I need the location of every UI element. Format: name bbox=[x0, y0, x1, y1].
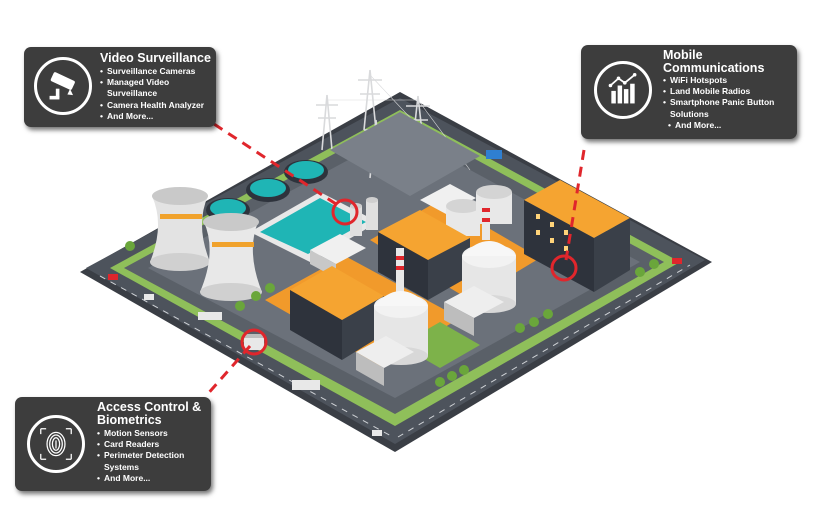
reactor-hall-front bbox=[290, 266, 384, 360]
access-control-callout: Access Control & Biometrics Motion Senso… bbox=[15, 397, 211, 491]
substation bbox=[330, 112, 480, 196]
storage-tanks-small bbox=[350, 197, 378, 236]
annex-building bbox=[356, 352, 384, 386]
video-surveillance-title: Video Surveillance bbox=[100, 51, 211, 65]
list-item: Card Readers bbox=[97, 439, 207, 450]
annex-building bbox=[356, 336, 414, 368]
leader-lines bbox=[204, 122, 586, 397]
video-surveillance-callout: Video Surveillance Surveillance Cameras … bbox=[24, 47, 216, 127]
hotspot-circles bbox=[240, 198, 578, 356]
cooling-pool-water bbox=[260, 198, 366, 254]
list-item: Perimeter Detection Systems bbox=[97, 450, 207, 472]
list-item: Smartphone Panic Button Solutions bbox=[663, 97, 793, 119]
list-item: And More... bbox=[97, 473, 207, 484]
cooling-tower-front bbox=[200, 213, 262, 301]
list-item: Motion Sensors bbox=[97, 428, 207, 439]
white-building bbox=[310, 234, 366, 264]
road-marking bbox=[397, 264, 691, 438]
vehicles bbox=[108, 150, 682, 436]
road-marking bbox=[99, 275, 394, 438]
access-control-list: Motion Sensors Card Readers Perimeter De… bbox=[97, 428, 207, 484]
access-control-title: Access Control & Biometrics bbox=[97, 400, 202, 427]
mobile-communications-title: Mobile Communications bbox=[663, 48, 765, 75]
video-surveillance-list: Surveillance Cameras Managed Video Surve… bbox=[100, 66, 212, 122]
list-item: Land Mobile Radios bbox=[663, 86, 793, 97]
chimney bbox=[396, 200, 490, 292]
list-item: Camera Health Analyzer bbox=[100, 100, 212, 111]
mobile-communications-callout: Mobile Communications WiFi Hotspots Land… bbox=[581, 45, 797, 139]
security-camera-icon bbox=[34, 57, 92, 115]
trees bbox=[125, 241, 659, 387]
fingerprint-icon bbox=[27, 415, 85, 473]
signal-bars-icon bbox=[594, 61, 652, 119]
list-item: Managed Video Surveillance bbox=[100, 77, 212, 99]
list-item: And More... bbox=[100, 111, 212, 122]
cooling-tower-back bbox=[150, 187, 210, 271]
list-item: WiFi Hotspots bbox=[663, 75, 793, 86]
access-hotspot bbox=[240, 328, 268, 356]
communications-hotspot bbox=[550, 254, 578, 282]
annex-building bbox=[444, 302, 474, 336]
white-building bbox=[420, 184, 476, 214]
list-item: And More... bbox=[663, 120, 793, 131]
camera-hotspot bbox=[331, 198, 359, 226]
list-item: Surveillance Cameras bbox=[100, 66, 212, 77]
mobile-communications-list: WiFi Hotspots Land Mobile Radios Smartph… bbox=[663, 75, 793, 131]
